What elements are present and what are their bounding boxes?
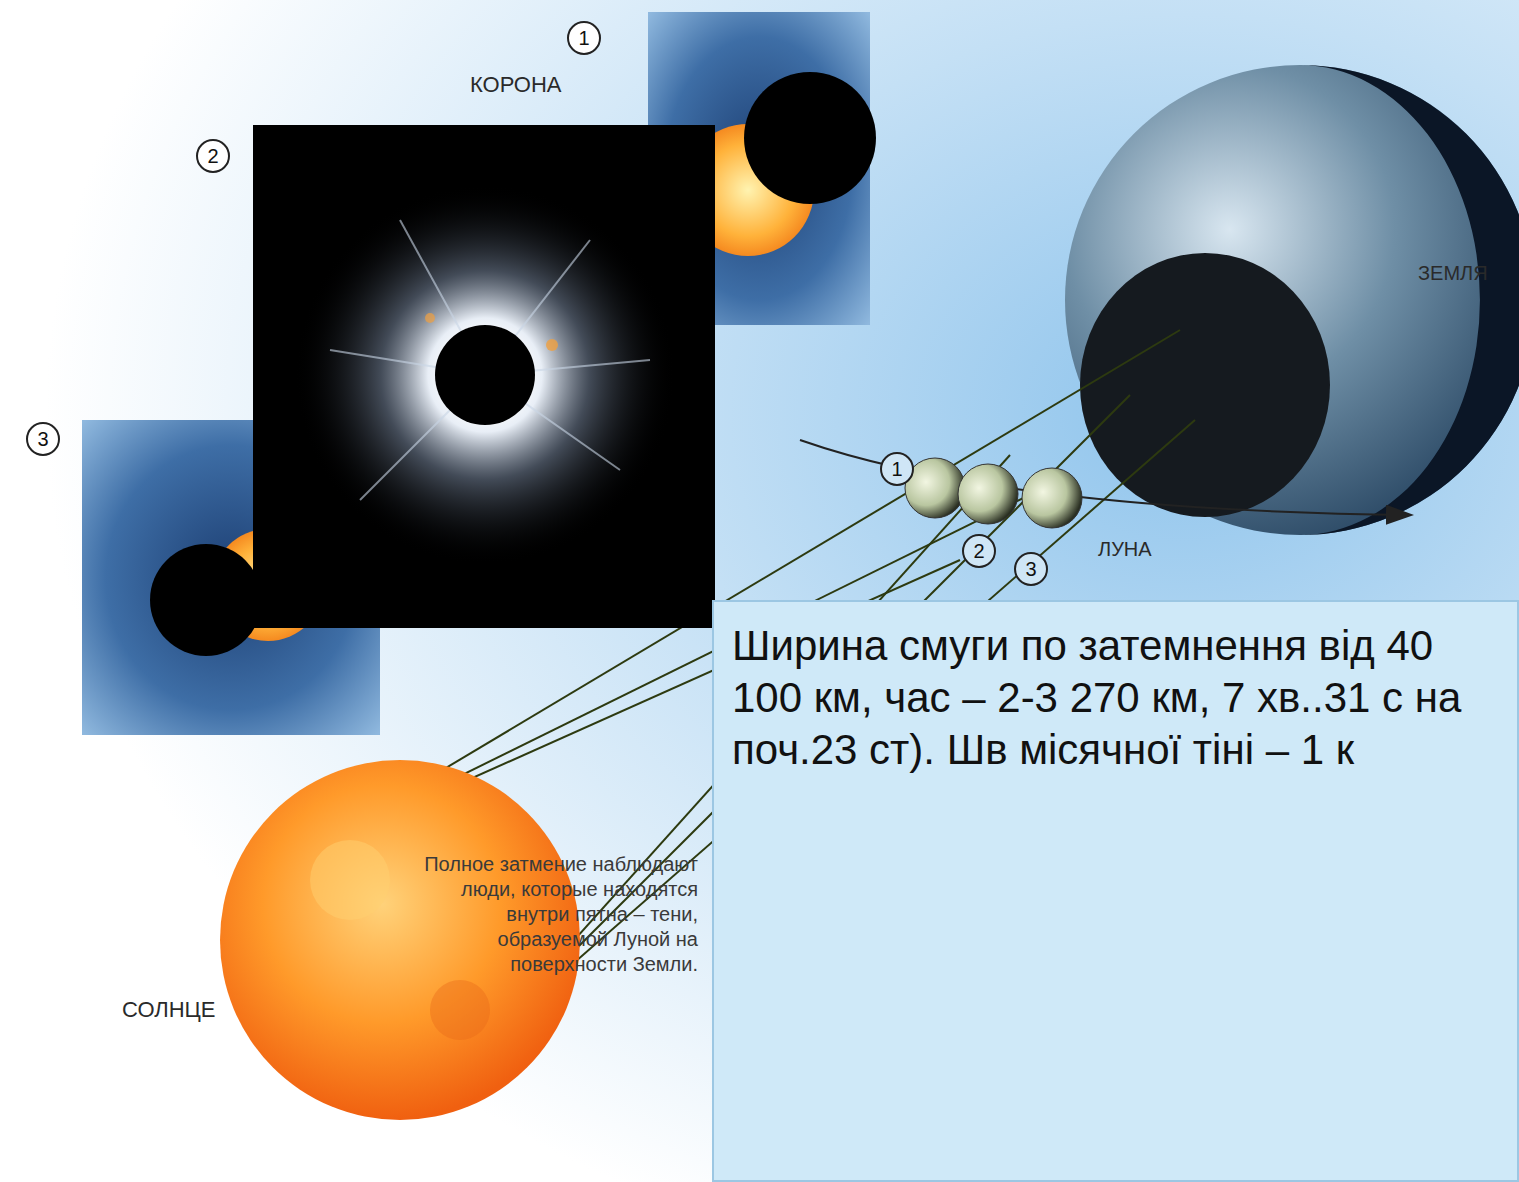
callout-number: 3 bbox=[1014, 552, 1048, 586]
callout-number: 1 bbox=[567, 21, 601, 55]
part-label: ЗЕМЛЯ bbox=[1418, 262, 1488, 285]
part-label: ЛУНА bbox=[1098, 538, 1152, 561]
text-panel: Ширина смуги по затемнення від 40 100 км… bbox=[712, 600, 1519, 1182]
callout-number: 2 bbox=[962, 534, 996, 568]
part-label: СОЛНЦЕ bbox=[122, 997, 216, 1023]
panel-text: Ширина смуги по затемнення від 40 100 км… bbox=[732, 620, 1507, 776]
part-label: КОРОНА bbox=[470, 72, 562, 98]
caption-note: Полное затмение наблюдают люди, которые … bbox=[402, 852, 698, 977]
callout-number: 1 bbox=[880, 452, 914, 486]
callout-number: 3 bbox=[26, 422, 60, 456]
callout-number: 2 bbox=[196, 139, 230, 173]
